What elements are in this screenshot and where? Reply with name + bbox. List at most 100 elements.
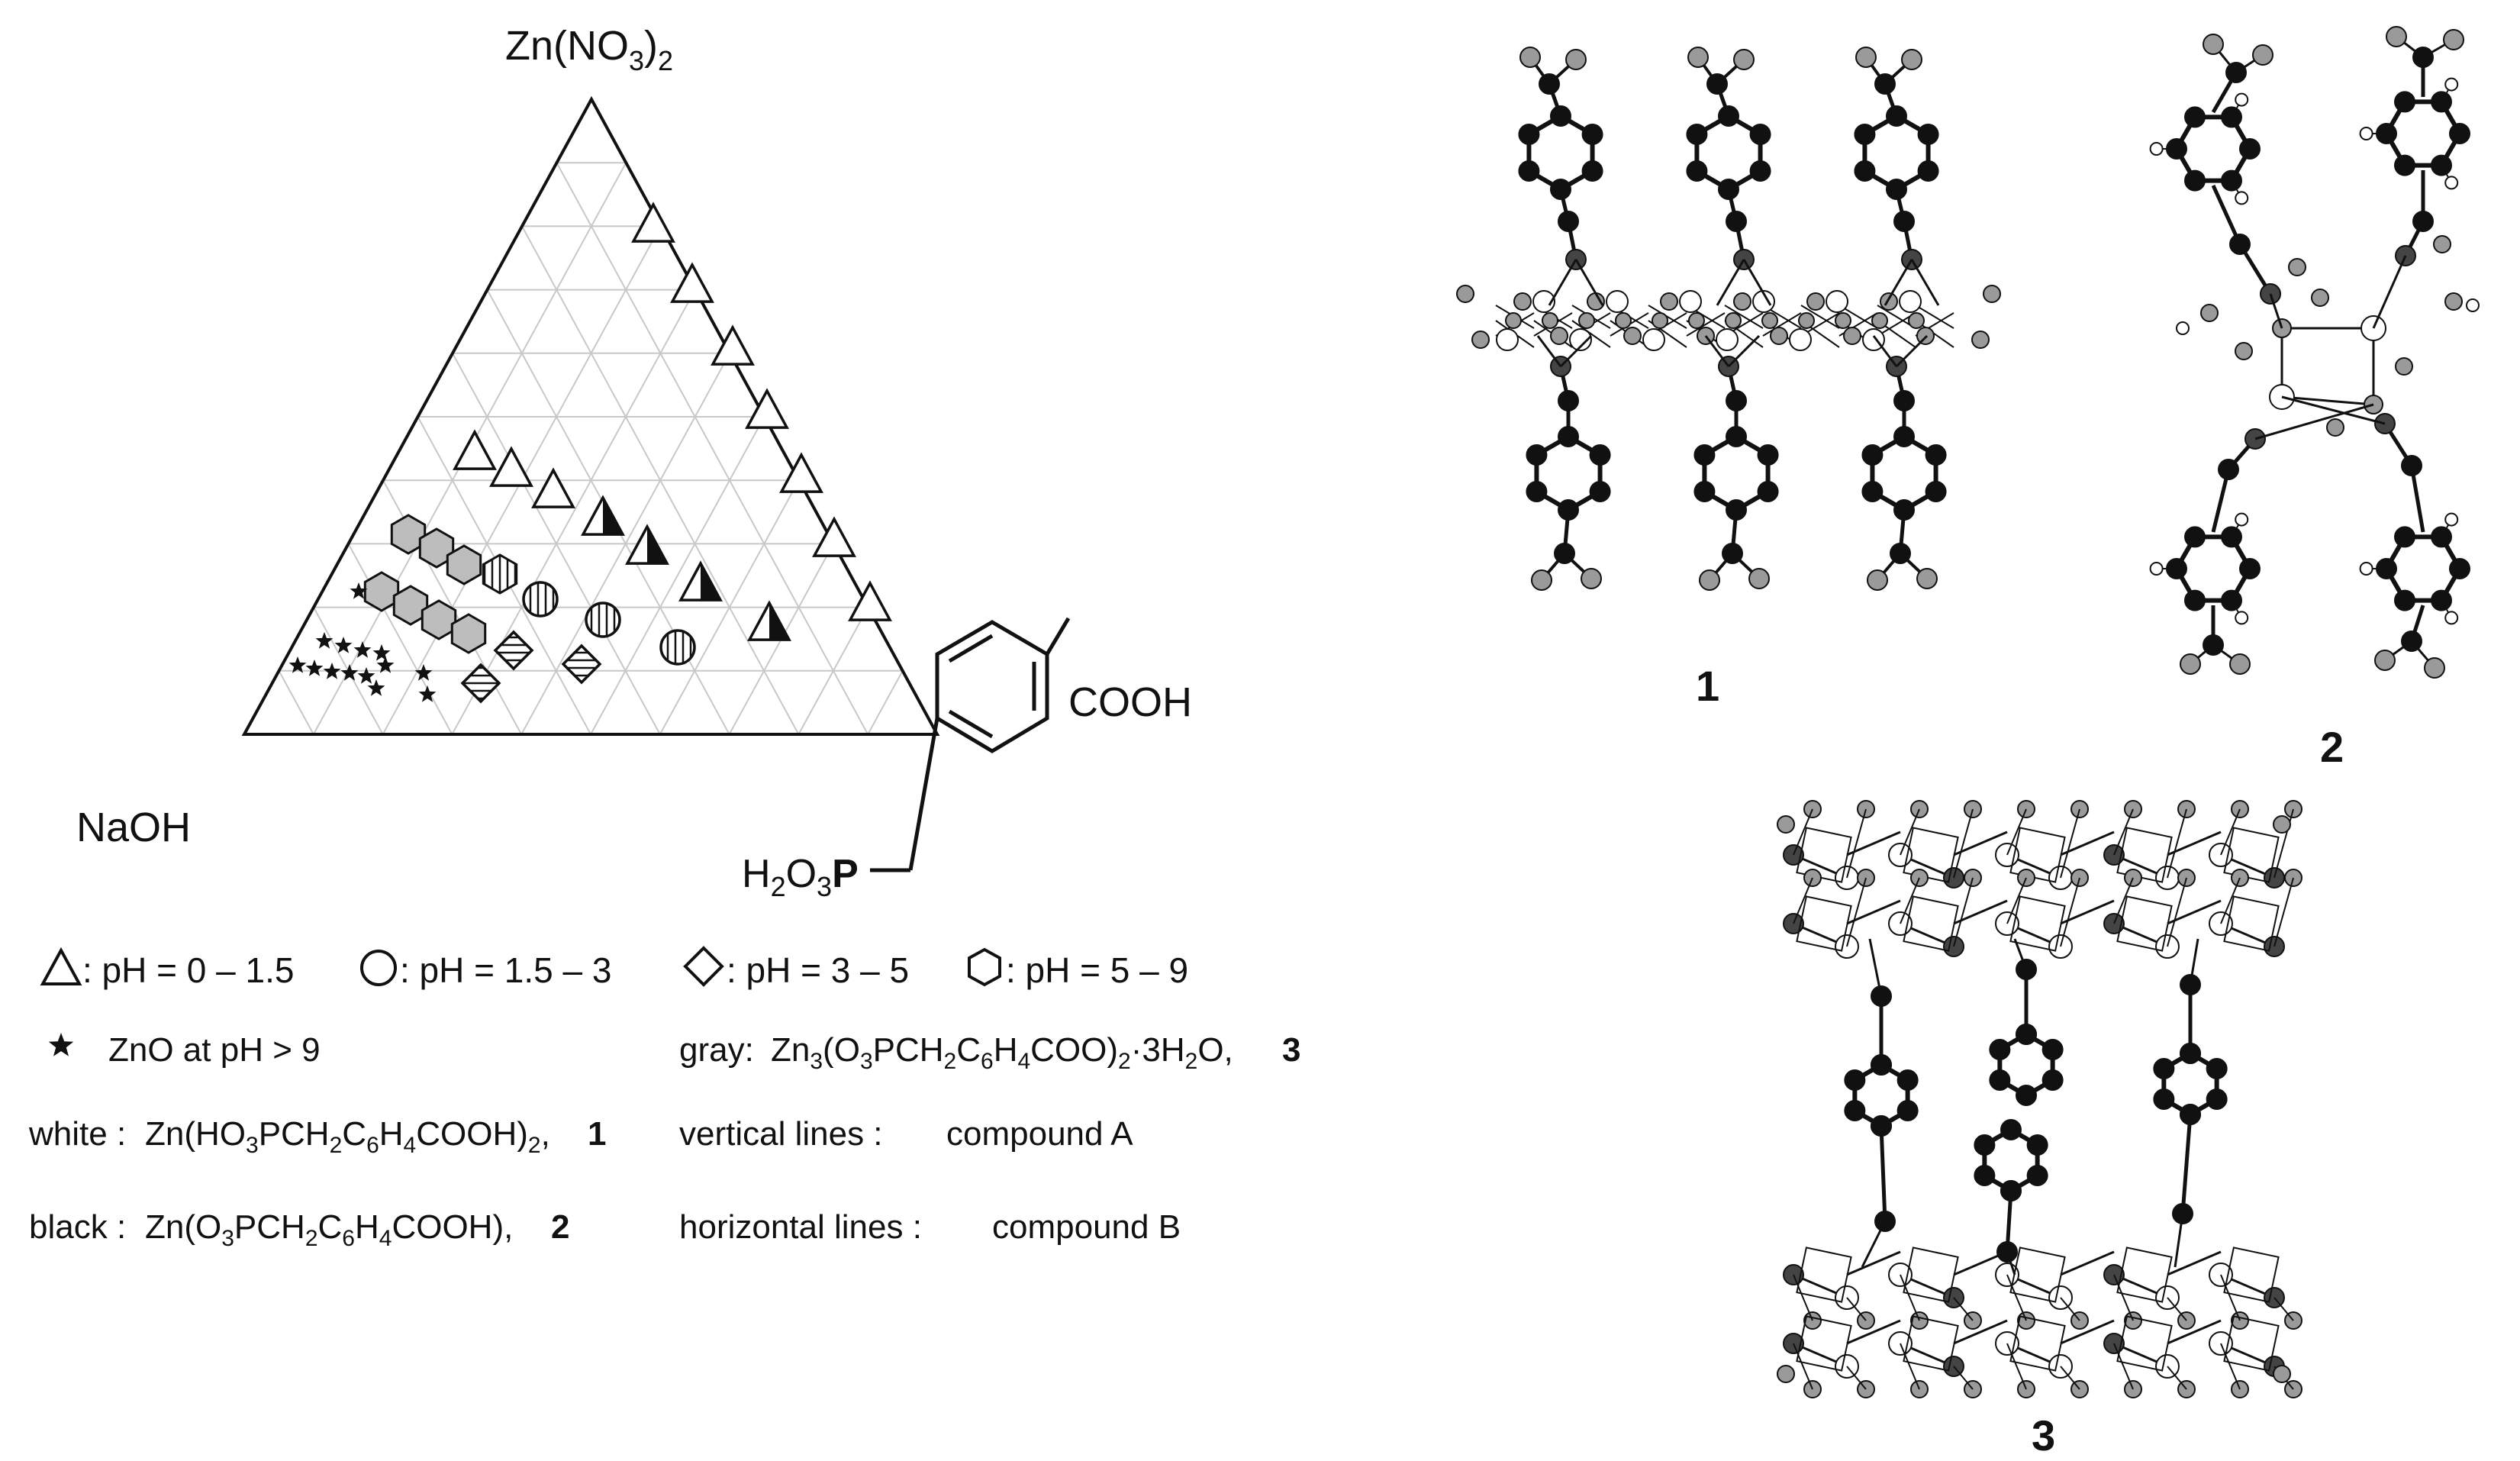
bond [2220,808,2241,856]
atom-o [1806,292,1825,311]
zno-star-marker [315,632,334,649]
crystal-structure-2 [2149,26,2480,679]
white-triangle-marker [779,452,823,493]
gray-hexagon-marker [450,613,487,654]
bond [1724,305,1764,329]
zno-star-marker [414,664,433,681]
atom-h [2149,562,2164,576]
legend-diamond-icon [683,946,724,987]
atom-o [1871,312,1888,329]
bond [2167,1366,2187,1390]
atom-c [2206,1058,2228,1079]
atom-zn [1569,328,1592,351]
atom-h [2235,512,2249,527]
white-triangle-marker [812,516,856,557]
bond [2220,1343,2241,1390]
vertical-line-hexagon-marker [482,553,518,595]
atom-o [2180,653,2201,675]
atom-o [1867,569,1888,591]
atom-h [2359,127,2373,140]
bond [2060,1250,2115,1276]
zno-star-marker [340,664,359,681]
bond [2006,1251,2016,1276]
zno-star-marker [418,685,437,702]
atom-o [1687,47,1709,68]
bond [2006,1343,2027,1390]
bond [1846,1250,1901,1276]
atom-c [2206,1088,2228,1110]
atom-c [1844,1069,1866,1091]
bond [1846,1366,1867,1390]
atom-c [1871,1115,1892,1137]
legend-white-formula: Zn(HO3PCH2C6H4COOH)2, [145,1115,550,1158]
atom-o [2433,235,2451,253]
bond [2174,1213,2184,1268]
atom-o [2443,29,2464,50]
legend-hexagon-text: : pH = 5 – 9 [1006,950,1188,990]
cage-square [2009,1247,2066,1303]
gray-hexagon-marker [421,599,457,640]
atom-h [2149,142,2164,156]
atom-o [1855,47,1877,68]
atom-zn [1642,328,1665,351]
bond [2060,1297,2080,1321]
bond [1953,899,2008,925]
grid-line [556,162,869,735]
atom-c [1757,481,1779,502]
bond [2273,877,2294,947]
bond [1879,1125,1887,1222]
legend-white-number: 1 [588,1115,606,1153]
atom-c [2449,558,2470,579]
bond [1548,259,1577,306]
atom-o [1770,327,1788,345]
bond [1846,1319,1901,1345]
atom-c [2000,1180,2022,1201]
bond [1793,1343,1813,1390]
bond [2113,1274,2134,1321]
atom-c [1989,1039,2011,1060]
bond [1536,335,1562,367]
legend-star-icon [48,1033,74,1056]
bond [1900,1343,1920,1390]
bond [2060,830,2115,856]
atom-zn [1899,290,1922,313]
bond [2273,1297,2294,1321]
atom-zn [1606,290,1629,313]
atom-o [2273,1365,2291,1383]
atom-o [2200,304,2219,322]
legend-circle-text: : pH = 1.5 – 3 [400,950,611,990]
atom-o [1983,285,2001,303]
bond [1793,1274,1813,1321]
crystal-structure-3 [1777,800,2302,1398]
atom-c [2394,526,2415,548]
atom-h [2235,191,2249,205]
legend-black-label: black : [29,1208,126,1246]
legend-hexagon-icon [968,947,1001,987]
atom-o [2386,26,2407,47]
atom-c [1917,160,1939,182]
atom-c [1693,444,1716,466]
bond [1648,305,1687,329]
atom-o [2203,34,2224,55]
atom-h [2466,298,2480,312]
atom-c [1686,160,1708,182]
bond [1953,877,1974,947]
ternary-diagram [241,95,940,736]
legend-black-formula: Zn(O3PCH2C6H4COOH), [145,1208,513,1251]
grid-line [347,543,453,735]
white-triangle-marker [745,388,789,429]
atom-h [2444,611,2459,625]
ligand-structure: COOH H2O3P [742,617,1192,902]
atom-h [2359,562,2373,576]
legend-gray-formula: Zn3(O3PCH2C6H4COO)2·3H2O, [771,1031,1233,1074]
legend-gray-number: 3 [1282,1031,1300,1069]
vertex-top-label: Zn(NO3)2 [505,23,673,76]
bond [2409,465,2425,533]
atom-o [1725,312,1742,329]
atom-c [2394,589,2415,611]
atom-o [1843,327,1861,345]
bond [1872,335,1898,367]
atom-c [2041,1039,2064,1060]
atom-o [2229,653,2251,675]
atom-c [1749,160,1771,182]
